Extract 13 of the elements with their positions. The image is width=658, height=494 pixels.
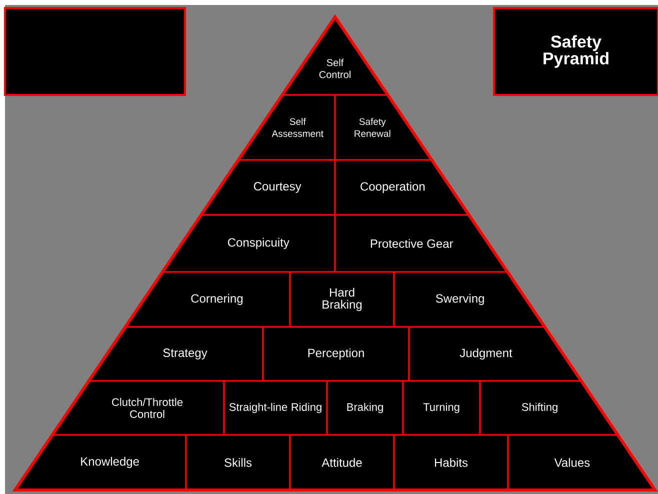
- pyramid-block: Skills: [185, 434, 291, 491]
- pyramid-block: Safety Renewal: [334, 94, 434, 161]
- title-box: Safety Pyramid: [493, 7, 658, 96]
- pyramid-block: Habits: [393, 434, 509, 491]
- empty-box: [4, 7, 186, 96]
- pyramid-block: Cooperation: [334, 159, 470, 216]
- pyramid-block: Perception: [262, 326, 410, 382]
- pyramid-block: Braking: [326, 380, 404, 436]
- pyramid-block: Turning: [402, 380, 481, 436]
- pyramid-block: Attitude: [289, 434, 395, 491]
- pyramid-block: Straight-line Riding: [223, 380, 328, 436]
- pyramid-block: Values: [507, 434, 656, 491]
- pyramid-block: Hard Braking: [289, 271, 395, 328]
